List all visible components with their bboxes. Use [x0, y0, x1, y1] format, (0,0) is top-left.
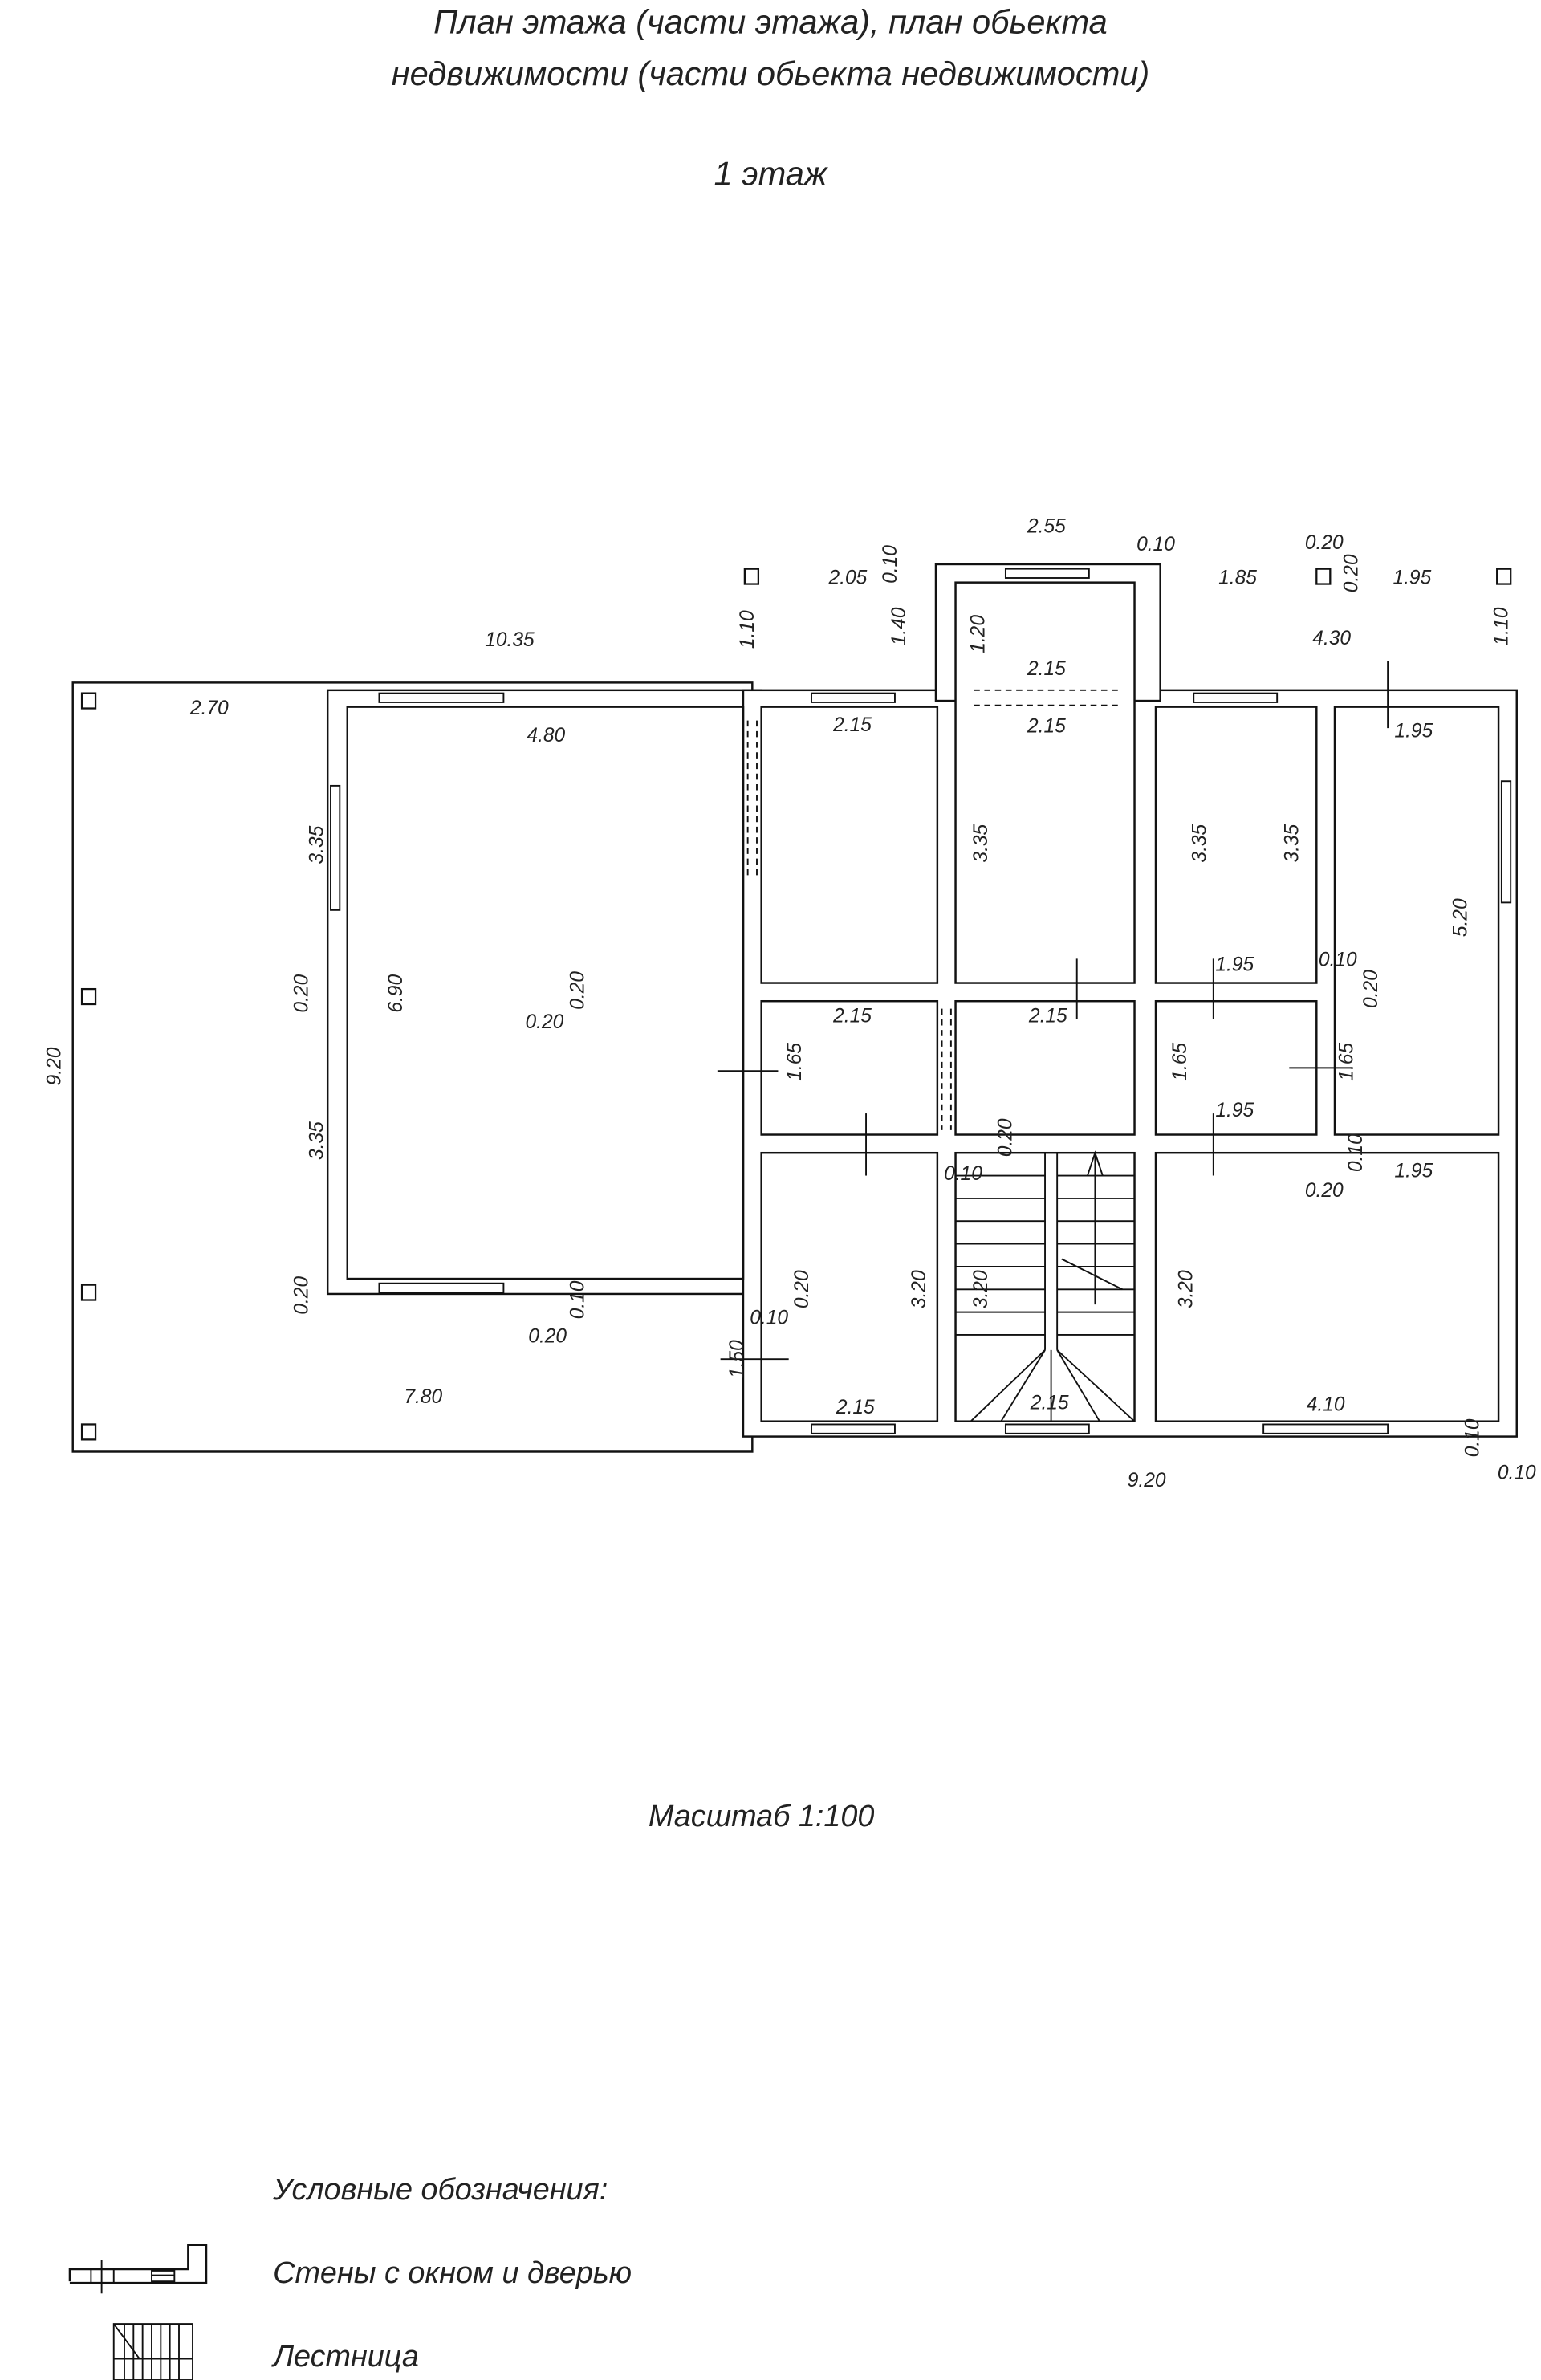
dimension-label: 0.20 — [291, 974, 313, 1013]
dimension-label: 9.20 — [1128, 1470, 1166, 1491]
dimension-label: 3.20 — [909, 1270, 930, 1308]
dimension-label: 1.95 — [1215, 954, 1254, 975]
title-line-2: недвижимости (части обьекта недвижимости… — [392, 55, 1150, 92]
floor-plan: 2.55 0.10 0.20 2.05 0.10 1.85 0.20 1.95 … — [44, 515, 1536, 1491]
dimension-label: 0.10 — [880, 545, 901, 584]
rooms — [346, 581, 1500, 1422]
dimension-label: 1.85 — [1218, 568, 1257, 589]
dimension-label: 2.15 — [836, 1397, 875, 1418]
dimension-label: 2.15 — [832, 1006, 872, 1027]
dimension-label: 0.10 — [567, 1280, 589, 1319]
dimension-label: 2.70 — [189, 698, 229, 719]
dimension-label: 0.20 — [1360, 970, 1382, 1008]
dimension-label: 0.20 — [567, 971, 589, 1010]
dimension-label: 10.35 — [485, 629, 535, 651]
dimension-label: 3.20 — [1175, 1270, 1197, 1308]
dimension-label: 2.15 — [1027, 716, 1066, 738]
dimension-label: 0.10 — [944, 1163, 982, 1185]
dimension-label: 4.10 — [1307, 1393, 1345, 1415]
doors — [717, 661, 1389, 1361]
dimension-label: 1.65 — [1336, 1043, 1358, 1081]
dimension-label: 6.90 — [385, 974, 407, 1013]
dimension-labels: 2.55 0.10 0.20 2.05 0.10 1.85 0.20 1.95 … — [44, 515, 1536, 1491]
dimension-label: 0.20 — [291, 1276, 313, 1315]
dimension-label: 1.50 — [726, 1340, 748, 1378]
dimension-label: 3.35 — [307, 1121, 328, 1160]
dimension-label: 0.10 — [750, 1308, 788, 1329]
dimension-label: 1.10 — [737, 610, 758, 649]
dimension-label: 9.20 — [44, 1047, 66, 1085]
legend-label-stairs: Лестница — [270, 2340, 419, 2374]
dimension-label: 3.35 — [307, 825, 328, 864]
dimension-label: 0.20 — [526, 1011, 564, 1033]
dimension-label: 1.95 — [1394, 1160, 1433, 1182]
floor-label: 1 этаж — [714, 155, 829, 193]
dimension-label: 1.10 — [1490, 607, 1512, 645]
dimension-label: 0.10 — [1136, 534, 1175, 555]
legend-heading: Условные обозначения: — [272, 2173, 608, 2207]
title-line-1: План этажа (части этажа), план обьекта — [433, 3, 1108, 41]
dimension-label: 0.10 — [1462, 1418, 1484, 1457]
dimension-label: 2.15 — [1027, 658, 1066, 680]
dimension-label: 3.20 — [970, 1270, 992, 1308]
dimension-label: 2.15 — [832, 714, 872, 736]
dimension-label: 0.20 — [1305, 532, 1344, 554]
dimension-label: 3.35 — [1282, 824, 1303, 862]
dimension-label: 0.20 — [528, 1325, 567, 1347]
dimension-label: 2.05 — [827, 568, 867, 589]
stairs — [955, 1150, 1136, 1422]
dimension-label: 1.95 — [1215, 1100, 1254, 1121]
dimension-label: 0.10 — [1319, 950, 1357, 971]
windows — [330, 568, 1512, 1434]
dimension-label: 4.80 — [527, 725, 565, 747]
dimension-label: 4.30 — [1312, 628, 1351, 649]
dimension-label: 0.20 — [994, 1118, 1016, 1157]
dimension-label: 2.15 — [1028, 1006, 1067, 1027]
dimension-label: 0.20 — [1340, 554, 1362, 592]
dimension-label: 0.10 — [1345, 1133, 1367, 1172]
dimension-label: 3.35 — [1189, 824, 1210, 862]
dimension-label: 0.20 — [1305, 1180, 1344, 1202]
legend: Условные обозначения: Стены с окном и дв… — [68, 2173, 632, 2380]
dimension-label: 3.35 — [970, 824, 992, 862]
dimension-label: 1.65 — [1169, 1043, 1191, 1081]
dimension-label: 1.95 — [1394, 720, 1433, 742]
legend-label-walls: Стены с окном и дверью — [273, 2256, 632, 2290]
dimension-label: 2.15 — [1030, 1393, 1069, 1414]
dimension-label: 1.65 — [784, 1043, 806, 1081]
dimension-label: 5.20 — [1450, 898, 1471, 937]
dimension-label: 7.80 — [404, 1386, 442, 1408]
dimension-label: 0.10 — [1498, 1462, 1536, 1483]
dimension-label: 1.40 — [888, 607, 910, 645]
wall-window-door-icon — [68, 2244, 208, 2294]
dimension-label: 0.20 — [791, 1270, 813, 1308]
stairs-icon — [112, 2323, 193, 2380]
dimension-label: 1.95 — [1393, 568, 1431, 589]
dimension-label: 1.20 — [967, 615, 989, 653]
scale-label: Масштаб 1:100 — [649, 1800, 875, 1833]
dimension-label: 2.55 — [1027, 515, 1066, 537]
